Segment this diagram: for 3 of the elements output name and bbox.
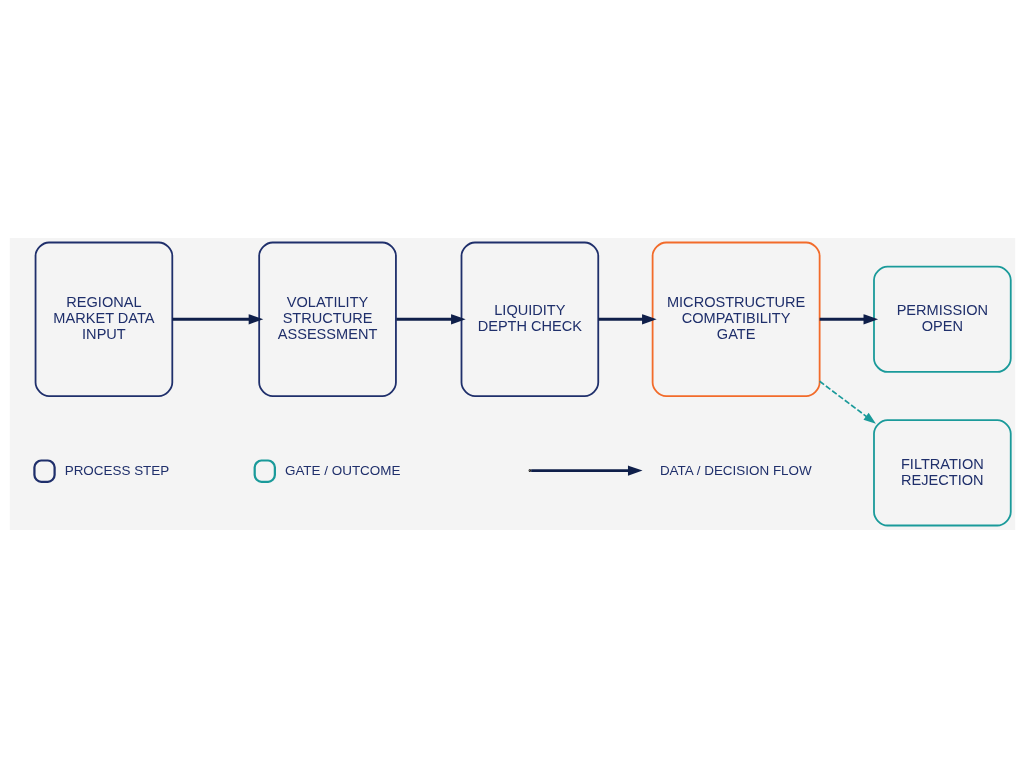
legend-label: GATE / OUTCOME	[284, 462, 400, 478]
legend-label: PROCESS STEP	[64, 462, 169, 478]
legend-label: DATA / DECISION FLOW	[659, 462, 812, 478]
